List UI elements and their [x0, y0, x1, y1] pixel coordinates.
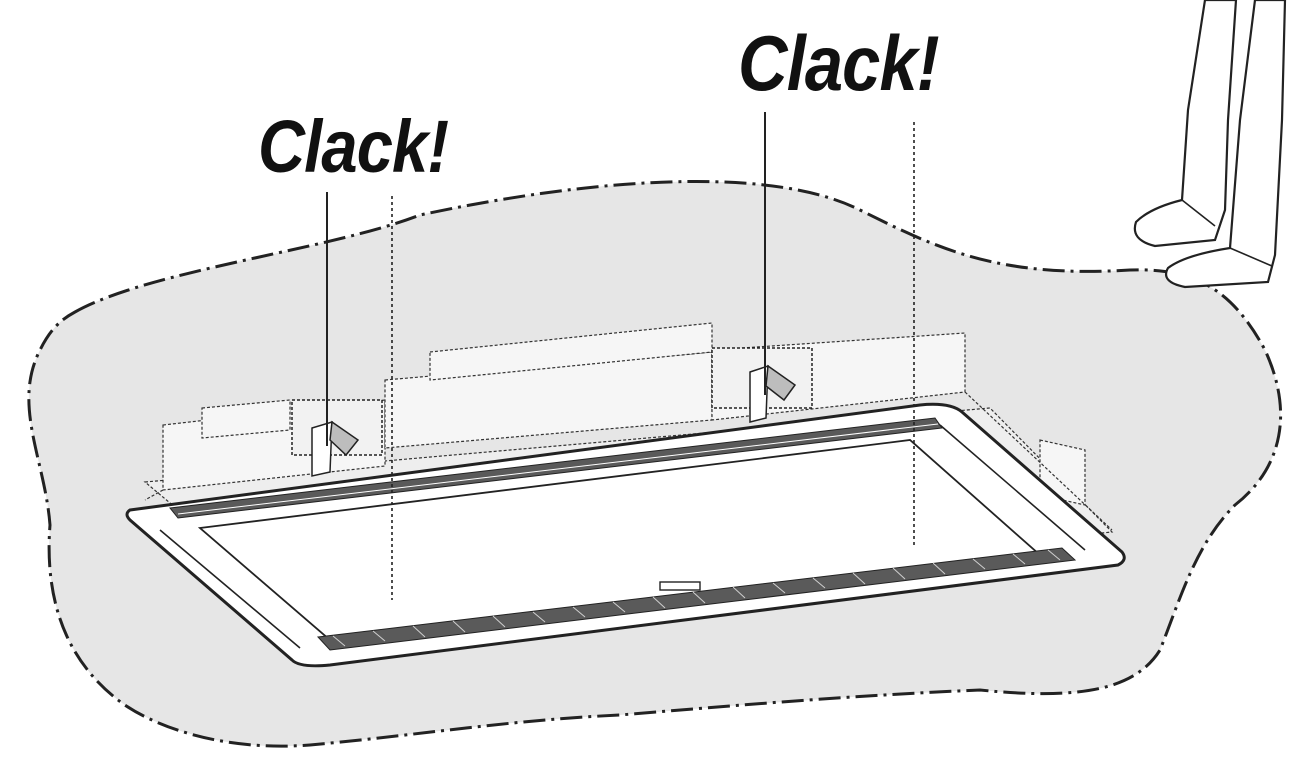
clack-callout-right: Clack! — [738, 19, 940, 107]
person-legs — [1133, 0, 1287, 289]
panel-frame — [125, 402, 1126, 668]
clack-callout-left: Clack! — [258, 105, 449, 188]
callout-leaders — [326, 112, 766, 446]
guide-lines — [391, 122, 915, 600]
right-latch — [711, 347, 813, 423]
left-latch — [291, 399, 383, 477]
